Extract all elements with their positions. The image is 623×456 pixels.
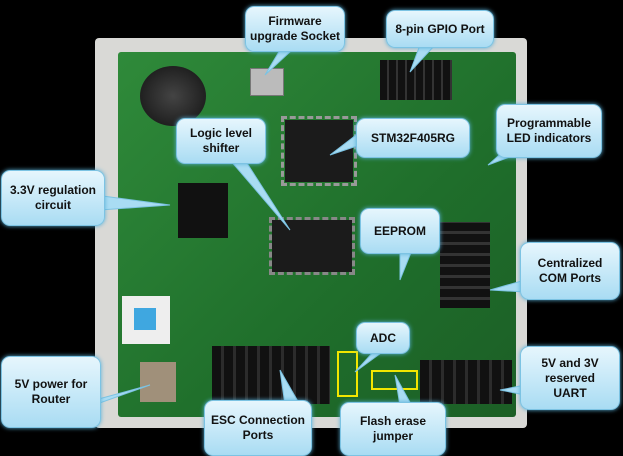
callout-mcu: STM32F405RG	[356, 118, 470, 158]
callout-com-ports: Centralized COM Ports	[520, 242, 620, 300]
usb-socket-bottom	[140, 362, 176, 402]
callout-firmware-socket: Firmware upgrade Socket	[245, 6, 345, 52]
callout-regulation-circuit: 3.3V regulation circuit	[1, 170, 105, 226]
esc-header	[212, 346, 330, 404]
callout-uart: 5V and 3V reserved UART	[520, 346, 620, 410]
callout-esc-ports: ESC Connection Ports	[204, 400, 312, 456]
gpio-header	[380, 60, 452, 100]
regulator	[178, 183, 228, 238]
callout-5v-power: 5V power for Router	[1, 356, 101, 428]
uart-header	[420, 360, 512, 404]
callout-adc: ADC	[356, 322, 410, 354]
capacitor	[140, 66, 206, 126]
callout-gpio-port: 8-pin GPIO Port	[386, 10, 494, 48]
callout-flash-erase-jumper: Flash erase jumper	[340, 402, 446, 456]
shifter-chip	[269, 217, 355, 275]
callout-eeprom: EEPROM	[360, 208, 440, 254]
callout-logic-level-shifter: Logic level shifter	[176, 118, 266, 164]
adc-highlight	[337, 351, 358, 397]
callout-led-indicators: Programmable LED indicators	[496, 104, 602, 158]
com-header	[440, 222, 490, 308]
button	[122, 296, 170, 344]
flash-jumper-highlight	[371, 370, 418, 390]
